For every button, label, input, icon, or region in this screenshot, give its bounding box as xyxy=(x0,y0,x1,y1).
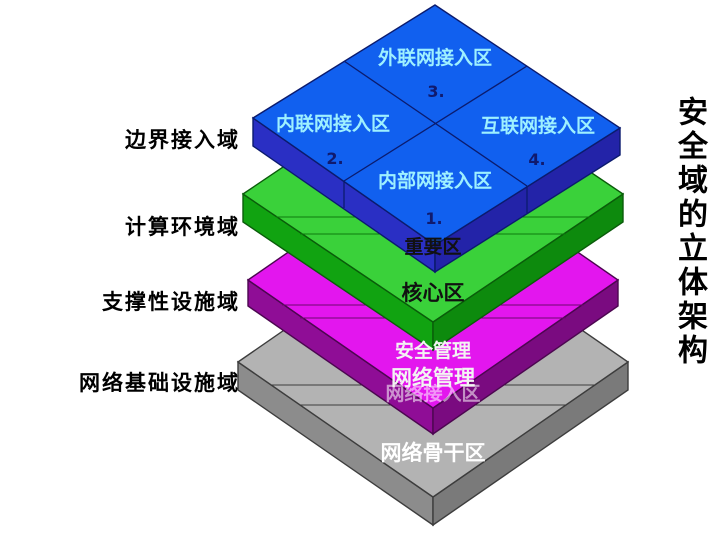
magenta-zone-label-0: 安全管理 xyxy=(395,339,471,362)
blue-zone-label-1: 内联网接入区 xyxy=(276,112,390,135)
gray-zone-label-1: 网络骨干区 xyxy=(381,441,486,465)
blue-zone-number-0: 3. xyxy=(427,82,444,101)
blue-quadrant-line-b xyxy=(343,65,528,182)
gray-zone-label-0: 网络接入区 xyxy=(385,382,480,405)
blue-zone-label-3: 内部网接入区 xyxy=(378,169,492,192)
green-zone-label-1: 核心区 xyxy=(402,281,465,305)
domain-label-network-infrastructure: 网络基础设施域 xyxy=(79,371,240,395)
domain-label-computing-environment: 计算环境域 xyxy=(125,215,240,239)
magenta-zone-label-1: 网络管理 xyxy=(391,366,475,390)
blue-zone-number-3: 1. xyxy=(425,209,442,228)
blue-zone-number-1: 2. xyxy=(326,149,343,168)
blue-zone-label-0: 外联网接入区 xyxy=(378,46,492,69)
diagram-title-vertical: 安全域的立体架构 xyxy=(672,96,707,368)
blue-zone-number-2: 4. xyxy=(528,150,545,169)
green-zone-label-0: 重要区 xyxy=(404,236,461,258)
blue-top-face xyxy=(251,4,622,246)
domain-label-boundary-access: 边界接入域 xyxy=(125,128,240,152)
domain-label-supporting-facility: 支撑性设施域 xyxy=(102,290,240,314)
blue-zone-label-2: 互联网接入区 xyxy=(481,115,595,137)
layer-boundary-access xyxy=(251,4,622,274)
